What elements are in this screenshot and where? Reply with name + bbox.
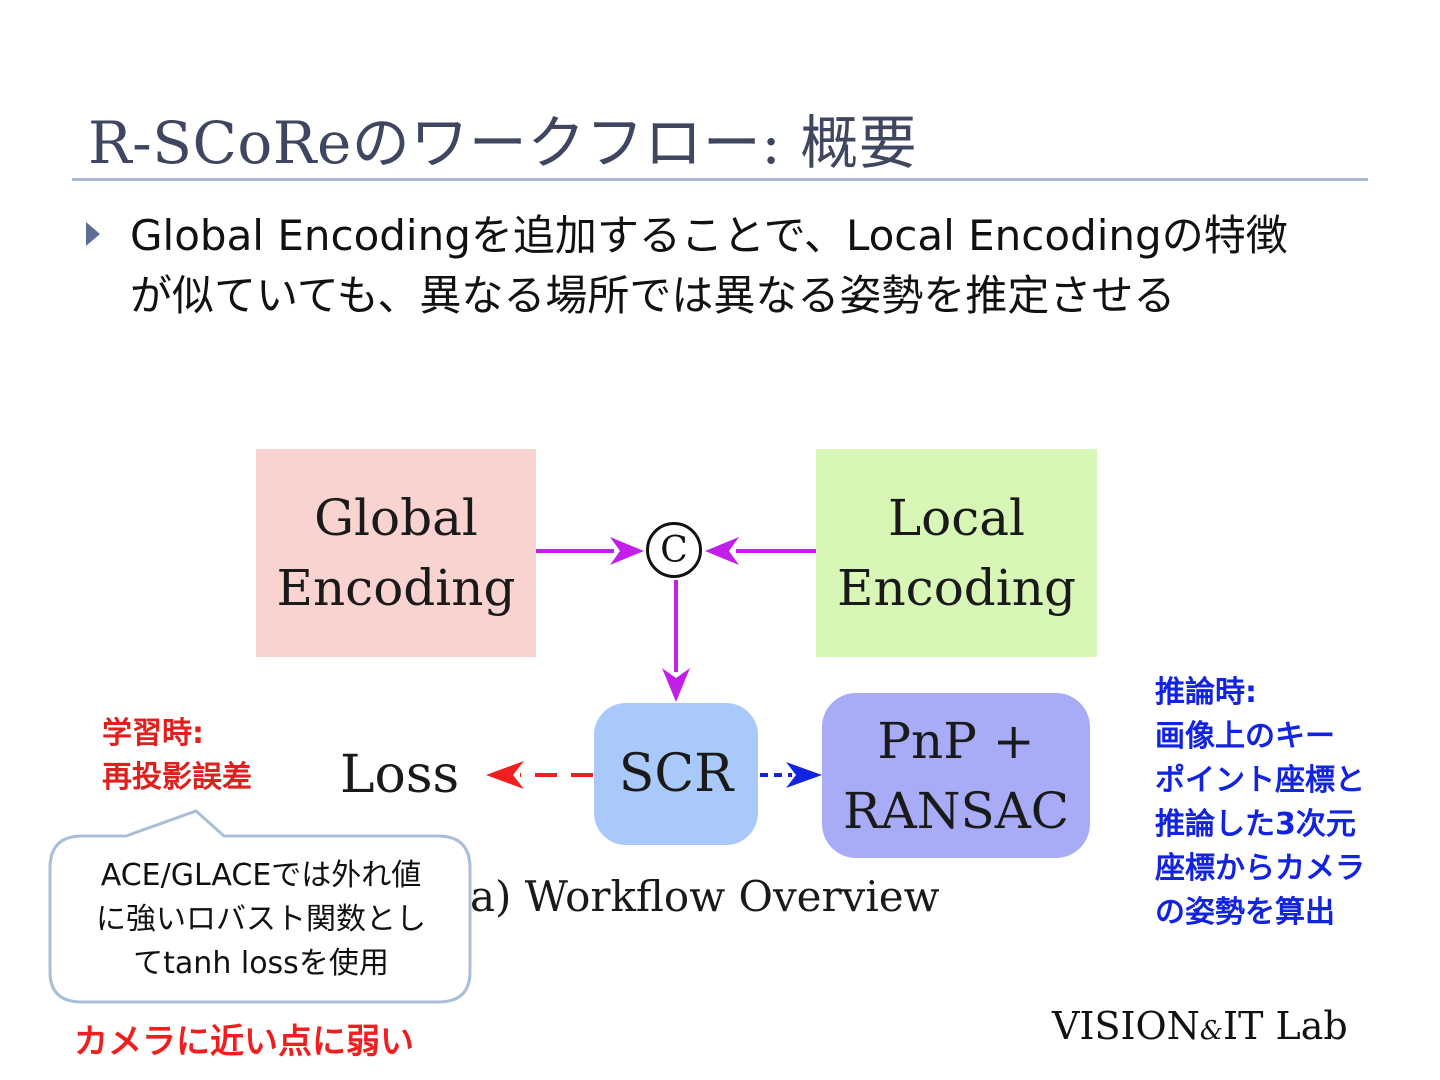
lab-logo-right: IT Lab [1223, 1004, 1348, 1048]
arrowhead-global-to-concat [610, 537, 644, 565]
pnp-ransac-line-2: RANSAC [842, 781, 1070, 840]
bullet-triangle-icon [86, 222, 100, 246]
scr-label: SCR [618, 744, 734, 804]
global-encoding-line-2: Encoding [276, 559, 516, 617]
callout-line-3: てtanh lossを使用 [133, 946, 389, 981]
lab-logo: VISION&IT Lab [1052, 1004, 1348, 1048]
arrowhead-local-to-concat [705, 537, 739, 565]
global-encoding-line-1: Global [314, 489, 478, 547]
callout-line-1: ACE/GLACEでは外れ値 [100, 858, 422, 893]
arrowhead-scr-to-pnp [786, 762, 822, 788]
slide-title: R-SCoReのワークフロー: 概要 [88, 109, 918, 177]
inference-annotation-line-4: 推論した3次元 [1155, 807, 1356, 842]
global-encoding-box: Global Encoding [256, 449, 536, 657]
scr-box: SCR [594, 703, 758, 845]
callout-text: ACE/GLACEでは外れ値 に強いロバスト関数とし てtanh lossを使用 [56, 854, 466, 986]
local-encoding-line-1: Local [887, 489, 1026, 547]
bullet-line-2: が似ていても、異なる場所では異なる姿勢を推定させる [130, 271, 1176, 320]
callout-bubble [48, 809, 472, 1004]
training-annotation: 学習時: 再投影誤差 [102, 712, 252, 800]
inference-annotation-line-2: 画像上のキー [1155, 719, 1335, 754]
inference-annotation-line-5: 座標からカメラ [1155, 851, 1365, 886]
training-annotation-line-1: 学習時: [102, 716, 204, 751]
lab-logo-left: VISION [1052, 1004, 1200, 1048]
concat-node: C [646, 522, 702, 578]
pnp-ransac-line-1: PnP + [877, 711, 1035, 770]
local-encoding-box: Local Encoding [816, 449, 1097, 657]
inference-annotation-line-6: の姿勢を算出 [1155, 895, 1335, 930]
local-encoding-line-2: Encoding [836, 559, 1076, 617]
weakness-note: カメラに近い点に弱い [74, 1022, 414, 1062]
workflow-caption: a) Workflow Overview [470, 872, 940, 921]
concat-symbol: C [660, 529, 688, 571]
loss-label: Loss [340, 745, 460, 805]
callout-line-2: に強いロバスト関数とし [96, 902, 426, 937]
training-annotation-line-2: 再投影誤差 [102, 760, 252, 795]
inference-annotation-line-1: 推論時: [1155, 675, 1257, 710]
bullet-line-1: Global Encodingを追加することで、Local Encodingの特… [130, 211, 1288, 260]
arrowhead-concat-to-scr [662, 668, 690, 702]
inference-annotation-line-3: ポイント座標と [1155, 763, 1365, 798]
pnp-ransac-box: PnP + RANSAC [822, 693, 1090, 858]
title-divider [72, 178, 1368, 181]
arrowhead-scr-to-loss [486, 761, 524, 789]
bullet-text: Global Encodingを追加することで、Local Encodingの特… [130, 206, 1380, 326]
inference-annotation: 推論時: 画像上のキー ポイント座標と 推論した3次元 座標からカメラ の姿勢を… [1155, 671, 1365, 935]
lab-logo-ampersand: & [1199, 1016, 1224, 1046]
